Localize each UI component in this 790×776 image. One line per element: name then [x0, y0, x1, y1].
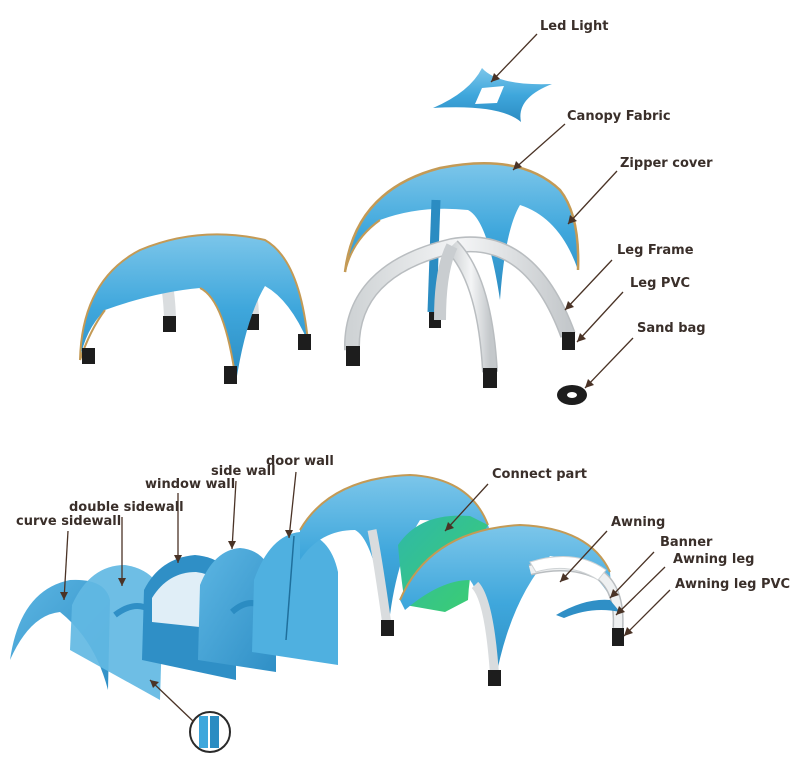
assembled-tent: [79, 233, 311, 384]
label-curve-sidewall: curve sidewall: [16, 514, 122, 529]
door-wall: [252, 532, 338, 665]
wall-detail-callout: [189, 711, 231, 753]
pointer-arrowheads: [60, 73, 633, 688]
label-connect-part: Connect part: [492, 467, 587, 482]
label-canopy-fabric: Canopy Fabric: [567, 109, 671, 124]
label-leg-frame: Leg Frame: [617, 243, 694, 258]
label-awning-leg: Awning leg: [673, 552, 755, 567]
label-sand-bag: Sand bag: [637, 321, 706, 336]
sand-bag: [557, 385, 587, 405]
banner: [556, 599, 620, 618]
label-awning-leg-pvc: Awning leg PVC: [675, 577, 790, 592]
leg-frame: [343, 236, 576, 373]
leg-pvc-set: [346, 332, 575, 388]
label-led-light: Led Light: [540, 19, 609, 34]
led-light-panel: [433, 68, 552, 122]
connected-tent-second: [399, 523, 612, 686]
label-banner: Banner: [660, 535, 713, 550]
label-awning: Awning: [611, 515, 666, 530]
awning-leg-pvc: [612, 628, 624, 646]
awning: [528, 556, 624, 629]
label-double-sidewall: double sidewall: [69, 500, 184, 515]
label-door-wall: door wall: [266, 454, 334, 469]
pointer-lines: [63, 33, 671, 723]
label-side-wall: side wall: [211, 464, 276, 479]
label-window-wall: window wall: [145, 477, 236, 492]
label-zipper-cover: Zipper cover: [620, 156, 713, 171]
label-leg-pvc: Leg PVC: [630, 276, 691, 291]
